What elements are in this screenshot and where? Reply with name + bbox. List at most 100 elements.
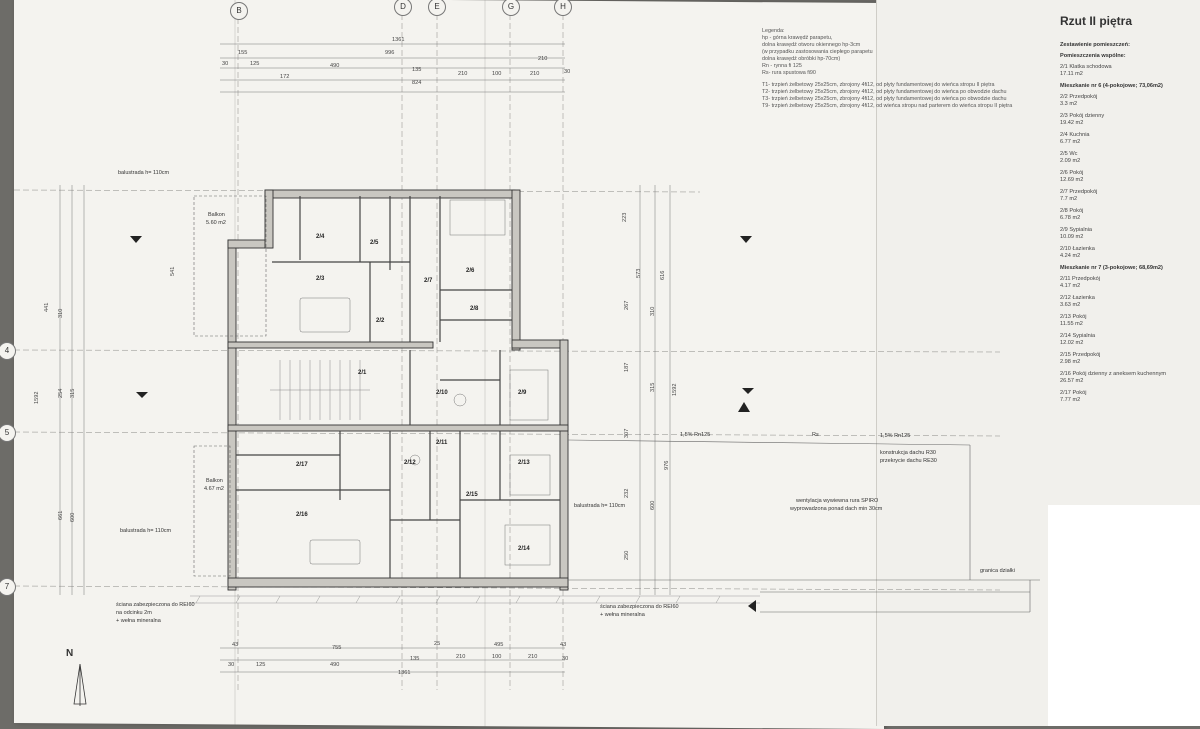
room-label: 2/16 — [296, 512, 308, 518]
dim-top: 30 — [222, 61, 229, 67]
legend-line: Legenda: — [762, 28, 785, 34]
dim-left: 310 — [58, 308, 64, 318]
room-label: 2/2 — [376, 318, 385, 324]
axis-label-h: H — [554, 0, 572, 16]
dim-right: 976 — [664, 460, 670, 470]
room-entry-name: 2/12 Łazienka — [1060, 295, 1095, 301]
room-entry-area: 6.77 m2 — [1060, 139, 1081, 145]
axis-label-e: E — [428, 0, 446, 16]
dim-left: 541 — [170, 266, 176, 276]
wall-note-insulation: + wełna mineralna — [116, 618, 161, 624]
dim-right: 223 — [622, 212, 628, 222]
room-entry-area: 2.98 m2 — [1060, 359, 1081, 365]
common-heading: Pomieszczenia wspólne: — [1060, 53, 1126, 59]
dim-left: 600 — [70, 512, 76, 522]
balustrade-note: balustrada h= 110cm — [120, 528, 172, 534]
room-entry-name: 2/9 Sypialnia — [1060, 227, 1093, 233]
room-entry-name: 2/17 Pokój — [1060, 390, 1087, 396]
dim-top: 100 — [492, 71, 502, 77]
legend: Legenda: hp - górna krawędź parapetu, do… — [762, 28, 1062, 110]
wall-note: ściana zabezpieczona do REI60 — [116, 602, 195, 608]
wall-note-length: na odcinku 2m — [116, 610, 152, 616]
legend-line: T1- trzpień żelbetowy 25x25cm, zbrojony … — [762, 82, 995, 88]
balustrade-note: balustrada h= 110cm — [118, 170, 170, 176]
room-entry-area: 3.3 m2 — [1060, 101, 1078, 107]
room-entry-name: 2/11 Przedpokój — [1060, 276, 1101, 282]
balcony-area: 4.67 m2 — [204, 486, 224, 492]
dim-right: 232 — [624, 488, 630, 498]
room-label: 2/9 — [518, 390, 527, 396]
room-entry-area: 4.17 m2 — [1060, 283, 1081, 289]
dim-bottom: 210 — [528, 654, 538, 660]
room-entry-name: 2/6 Pokój — [1060, 170, 1084, 176]
balcony-label: Balkon — [208, 212, 225, 218]
dim-right: 600 — [650, 500, 656, 510]
legend-line: Rn - rynna fi 125 — [762, 63, 802, 69]
wall-note-insulation: + wełna mineralna — [600, 612, 645, 618]
room-entry-area: 19.42 m2 — [1060, 120, 1084, 126]
room-entry-name: 2/16 Pokój dzienny z aneksem kuchennym — [1060, 371, 1167, 377]
room-entry-area: 11.55 m2 — [1060, 321, 1083, 327]
dim-top: 135 — [412, 67, 422, 73]
room-label: 2/4 — [316, 234, 325, 240]
dim-right: 616 — [660, 270, 666, 280]
dim-right: 1592 — [672, 383, 678, 396]
room-entry-name: 2/8 Pokój — [1060, 208, 1084, 214]
dim-left: 661 — [58, 510, 64, 520]
room-entry-name: 2/1 Klatka schodowa — [1060, 64, 1112, 70]
dim-bottom: 495 — [494, 642, 504, 648]
dim-bottom: 30 — [228, 662, 235, 668]
axis-label-5: 5 — [0, 424, 16, 442]
apartment-6-heading: Mieszkanie nr 6 (4-pokojowe; 73,06m2) — [1060, 83, 1163, 89]
axis-label-d: D — [394, 0, 412, 16]
room-label: 2/7 — [424, 278, 433, 284]
dim-right: 315 — [650, 382, 656, 392]
dim-right: 573 — [636, 268, 642, 278]
room-entry-name: 2/15 Przedpokój — [1060, 352, 1101, 358]
dim-left: 1592 — [34, 391, 40, 404]
room-entry-area: 6.78 m2 — [1060, 215, 1081, 221]
dim-right: 187 — [624, 362, 630, 372]
dim-top: 125 — [250, 61, 260, 67]
dim-left: 254 — [58, 388, 64, 398]
room-entry-name: 2/5 Wc — [1060, 151, 1078, 157]
dim-bottom: 100 — [492, 654, 502, 660]
balcony-label: Balkon — [206, 478, 223, 484]
room-entry-name: 2/3 Pokój dzienny — [1060, 113, 1105, 119]
legend-line: Rs- rura spustowa fi90 — [762, 70, 816, 76]
dim-right: 267 — [624, 300, 630, 310]
dim-top: 996 — [385, 50, 395, 56]
dim-bottom: 43 — [232, 642, 239, 648]
dim-bottom: 43 — [560, 642, 567, 648]
balcony-area: 5.60 m2 — [206, 220, 226, 226]
dim-right: 310 — [650, 306, 656, 316]
room-entry-area: 26.57 m2 — [1060, 378, 1084, 384]
room-entry-area: 12.69 m2 — [1060, 177, 1084, 183]
room-entry-name: 2/14 Sypialnia — [1060, 333, 1096, 339]
ventilation-note: wyprowadzona ponad dach min 30cm — [790, 506, 883, 512]
dim-top: 824 — [412, 80, 422, 86]
room-label: 2/10 — [436, 390, 448, 396]
apartment-7-heading: Mieszkanie nr 7 (3-pokojowe; 68,69m2) — [1060, 265, 1163, 271]
dim-top: 210 — [530, 71, 540, 77]
dim-top: 490 — [330, 63, 340, 69]
room-entry-area: 10.09 m2 — [1060, 234, 1084, 240]
dim-top: 155 — [238, 50, 248, 56]
room-label: 2/6 — [466, 268, 475, 274]
room-label: 2/5 — [370, 240, 379, 246]
